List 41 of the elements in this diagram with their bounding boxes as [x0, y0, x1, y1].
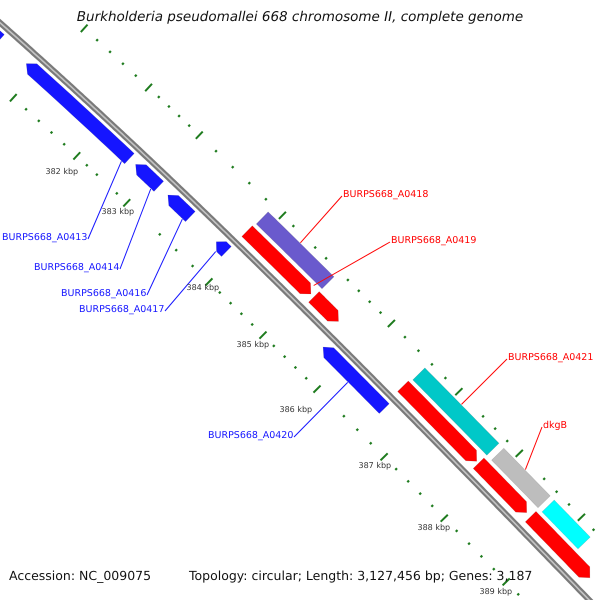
leader-line: [120, 188, 152, 270]
gene-label: BURPS668_A0418: [343, 190, 428, 200]
gene-feature: [397, 380, 477, 462]
gene-feature: [322, 346, 390, 414]
accession-text: Accession: NC_009075: [9, 570, 152, 582]
scale-label: 385 kbp: [236, 341, 270, 349]
scale-label: 387 kbp: [358, 462, 392, 470]
gene-feature: [26, 63, 135, 164]
gene-feature: [241, 225, 312, 294]
leader-line: [524, 426, 542, 470]
leader-line: [300, 196, 342, 244]
scale-label: 386 kbp: [280, 406, 312, 414]
scale-label: 384 kbp: [186, 284, 220, 292]
gene-feature: [135, 164, 164, 192]
gene-label: BURPS668_A0417: [79, 305, 164, 314]
leader-line: [313, 242, 390, 286]
gene-feature: [491, 448, 551, 508]
scale-label: 389 kbp: [480, 588, 512, 596]
scale-label: 388 kbp: [418, 524, 450, 532]
gene-feature: [216, 241, 232, 257]
gene-feature: [412, 367, 500, 456]
leader-line: [461, 358, 508, 405]
leader-line: [164, 251, 216, 312]
gene-label: BURPS668_A0414: [34, 263, 120, 272]
gene-label: BURPS668_A0413: [2, 233, 88, 242]
gene-label: dkgB: [543, 421, 568, 430]
diagram-title: Burkholderia pseudomallei 668 chromosome II, complete genome: [76, 11, 524, 24]
leader-line: [146, 218, 183, 296]
gene-feature: [542, 500, 591, 550]
gene-label: BURPS668_A0421: [508, 353, 594, 362]
gene-label: BURPS668_A0420: [208, 431, 294, 440]
genome-summary-text: Topology: circular; Length: 3,127,456 bp; Genes: 3,187: [189, 570, 532, 582]
gene-label: BURPS668_A0419: [391, 236, 476, 246]
gene-feature: [256, 211, 334, 290]
gene-label: BURPS668_A0416: [61, 289, 146, 298]
gene-feature: [168, 194, 196, 222]
leader-line: [294, 382, 348, 438]
leader-line: [88, 160, 122, 240]
gene-feature: [308, 291, 339, 322]
gene-feature: [472, 458, 527, 513]
scale-label: 383 kbp: [102, 208, 134, 216]
